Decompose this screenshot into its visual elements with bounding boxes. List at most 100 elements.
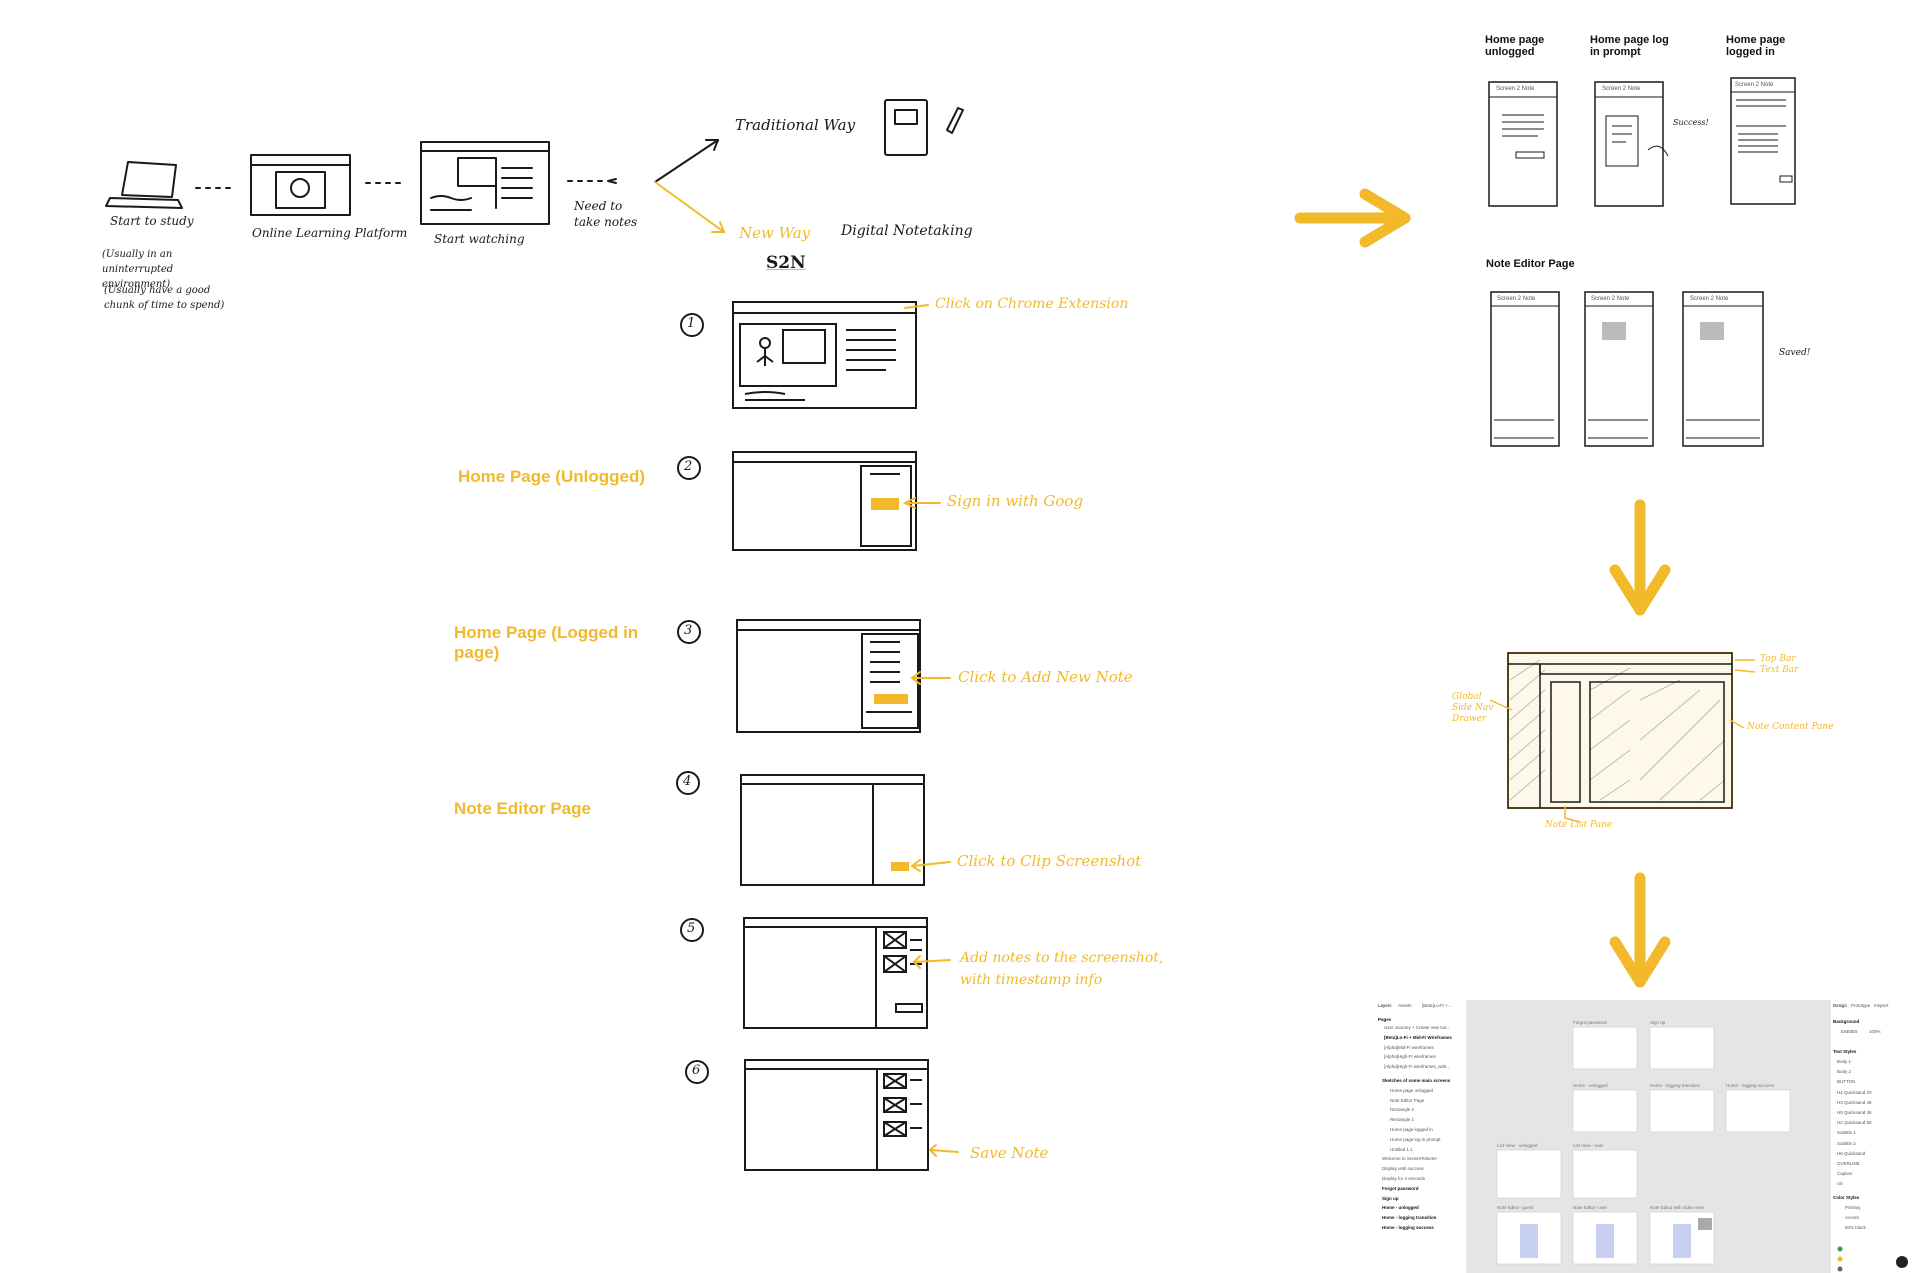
figma-text-styles-label: Text Styles	[1833, 1049, 1857, 1054]
figma-layer-item[interactable]: Home - logging success	[1382, 1224, 1434, 1230]
arrow-right-icon	[1294, 188, 1411, 248]
wf-screen-title-5: Screen 2 Note	[1591, 296, 1630, 302]
figma-text-style-item[interactable]: Subtitle 2	[1837, 1140, 1856, 1146]
figma-layer-item[interactable]: Display until success	[1382, 1166, 1424, 1172]
figma-text-style-item[interactable]: Subtitle 1	[1837, 1130, 1856, 1136]
figma-layer-item[interactable]: Sketches of some main screens	[1382, 1077, 1451, 1083]
wf-screen-title-4: Screen 2 Note	[1497, 296, 1536, 302]
figma-frame-label[interactable]: Note Editor with video view	[1650, 1205, 1705, 1210]
traditional-way-text: Traditional Way	[735, 116, 856, 134]
annotation-step-5: Add notes to the screenshot, with timest…	[960, 950, 1164, 988]
figma-tab-design[interactable]: Design	[1833, 1003, 1848, 1008]
label-text-bar: Text Bar	[1760, 665, 1799, 675]
figma-color-styles-label: Color Styles	[1833, 1195, 1860, 1201]
step-number-6: 6	[692, 1063, 701, 1078]
figma-page-item[interactable]: [Alpha]High-Fi wireframes	[1384, 1054, 1436, 1060]
figma-tab-layers[interactable]: Layers	[1378, 1003, 1392, 1008]
annotation-step-2: Sign in with Goog	[947, 492, 1084, 510]
figma-frame-label[interactable]: List View - user	[1573, 1143, 1604, 1148]
figma-tab-inspect[interactable]: Inspect	[1874, 1003, 1889, 1008]
figma-color-style-item[interactable]: Accent	[1845, 1215, 1859, 1221]
annotation-step-4: Click to Clip Screenshot	[957, 852, 1142, 870]
step-label-home-unlogged: Home Page (Unlogged)	[458, 467, 646, 486]
need-notes-text: Need to take notes	[574, 199, 638, 229]
figma-color-style-item[interactable]: 60% black	[1845, 1225, 1866, 1231]
figma-text-style-item[interactable]: H4 Quicksand 20	[1837, 1089, 1872, 1095]
figma-layer-item[interactable]: Home - logging transition	[1382, 1215, 1437, 1221]
laptop-icon	[105, 161, 183, 209]
note-time-text: (Usually have a good chunk of time to sp…	[104, 285, 225, 311]
figma-text-style-item[interactable]: H2 Quicksand 60	[1837, 1120, 1872, 1126]
figma-frame-label[interactable]: Note Editor- guest	[1497, 1205, 1534, 1210]
figma-color-style-item[interactable]: Primary	[1845, 1205, 1861, 1211]
figma-page-item[interactable]: [Beta]Lo-Fi + Mid-Fi Wireframes	[1384, 1034, 1452, 1040]
figma-tab-prototype[interactable]: Prototype	[1851, 1003, 1871, 1008]
start-study-text: Start to study	[110, 214, 194, 228]
step-label-note-editor: Note Editor Page	[454, 799, 591, 818]
layout-sketch	[1489, 652, 1756, 823]
step-label-home-logged: Home Page (Logged in page)	[454, 623, 639, 662]
color-swatches	[1837, 1246, 1843, 1272]
notebook-icon	[884, 99, 964, 156]
new-way-text: New Way	[739, 224, 811, 242]
wf-screen-title-1: Screen 2 Note	[1496, 86, 1535, 92]
figma-layer-item[interactable]: Home page logged in	[1390, 1126, 1433, 1132]
arrow-down-icon-1	[1609, 499, 1671, 616]
watching-text: Start watching	[434, 232, 525, 246]
figma-text-style-item[interactable]: Body 1	[1837, 1059, 1852, 1064]
figma-frame-label[interactable]: Sign up	[1650, 1020, 1666, 1025]
arrow-down-icon-2	[1609, 872, 1671, 988]
figma-layer-item[interactable]: Rectangle 2	[1390, 1107, 1415, 1113]
step-number-1: 1	[687, 316, 696, 331]
label-note-list: Note List Pane	[1545, 820, 1613, 830]
figma-text-style-item[interactable]: H3 Quicksand 48	[1837, 1099, 1872, 1105]
wf-saved-text: Saved!	[1779, 348, 1811, 358]
wf-title-editor: Note Editor Page	[1486, 258, 1575, 270]
figma-text-style-item[interactable]: csl	[1837, 1181, 1843, 1187]
figma-page-item[interactable]: [Alpha]High-Fi wireframes_with...	[1384, 1064, 1451, 1070]
figma-frame-label[interactable]: Forgot password	[1573, 1020, 1607, 1025]
figma-design-panel: Design Prototype Inspect Background E5E5…	[1833, 1003, 1919, 1271]
figma-layer-item[interactable]: Display for 4 seconds	[1382, 1175, 1426, 1181]
figma-tab-assets[interactable]: Assets	[1398, 1003, 1412, 1008]
figma-text-style-item[interactable]: H5 Quicksand 48	[1837, 1109, 1872, 1115]
figma-page-item[interactable]: [Alpha]Mid-Fi wireframes	[1384, 1044, 1434, 1050]
step-number-2: 2	[684, 459, 693, 474]
annotation-step-6: Save Note	[970, 1144, 1049, 1162]
figma-layer-item[interactable]: Sign up	[1382, 1195, 1399, 1201]
figma-bg-pct[interactable]: 100%	[1869, 1029, 1881, 1034]
figma-text-style-item[interactable]: H6 Quicksand	[1837, 1150, 1866, 1156]
wf-title-home-unlogged: Home page unlogged	[1485, 34, 1545, 58]
figma-text-style-item[interactable]: Caption	[1837, 1171, 1853, 1177]
brand-text: S2N	[766, 253, 806, 273]
figma-layer-item[interactable]: Welcome to ScreenToNote!	[1382, 1156, 1437, 1162]
step-number-3: 3	[684, 623, 693, 638]
figma-frame-label[interactable]: Home - unlogged	[1573, 1083, 1608, 1088]
figma-layer-item[interactable]: Untitled 1.1	[1390, 1146, 1413, 1152]
browser-sketch-platform	[250, 154, 351, 216]
platform-text: Online Learning Platform	[252, 226, 408, 240]
figma-frame-label[interactable]: Home - logging transition	[1650, 1083, 1701, 1088]
figma-layer-item[interactable]: Note Editor Page	[1390, 1097, 1425, 1103]
figma-layer-item[interactable]: Home page log in prompt	[1390, 1136, 1441, 1142]
figma-layer-item[interactable]: Forgot password	[1382, 1185, 1419, 1191]
figma-frame-label[interactable]: Note Editor- user	[1573, 1205, 1608, 1210]
figma-frame-label[interactable]: List View - unlogged	[1497, 1143, 1538, 1148]
figma-layer-item[interactable]: Home page unlogged	[1390, 1087, 1434, 1093]
figma-frame-label[interactable]: Home - logging success	[1726, 1083, 1775, 1088]
label-note-content: Note Content Pane	[1747, 722, 1834, 732]
help-icon[interactable]	[1896, 1256, 1908, 1268]
note-env-text: (Usually in an uninterrupted environment…	[102, 249, 174, 290]
wf-screen-title-3: Screen 2 Note	[1735, 82, 1774, 88]
figma-layers-panel: Layers Assets [Beta]Lo-Fi +... Pages Use…	[1378, 1003, 1466, 1271]
figma-text-style-item[interactable]: OVERLINE	[1837, 1160, 1860, 1166]
figma-page-item[interactable]: User Journey + Create new not...	[1384, 1025, 1451, 1030]
figma-layer-item[interactable]: Home - unlogged	[1382, 1205, 1419, 1211]
figma-text-style-item[interactable]: Body 2	[1837, 1069, 1852, 1075]
figma-bg-hex[interactable]: E5E5E5	[1841, 1029, 1858, 1034]
figma-text-style-item[interactable]: BUTTON	[1837, 1079, 1856, 1085]
figma-layer-item[interactable]: Rectangle 1	[1390, 1117, 1415, 1123]
figma-tab-page[interactable]: [Beta]Lo-Fi +...	[1422, 1003, 1452, 1008]
figma-screenshot	[1373, 1000, 1920, 1273]
